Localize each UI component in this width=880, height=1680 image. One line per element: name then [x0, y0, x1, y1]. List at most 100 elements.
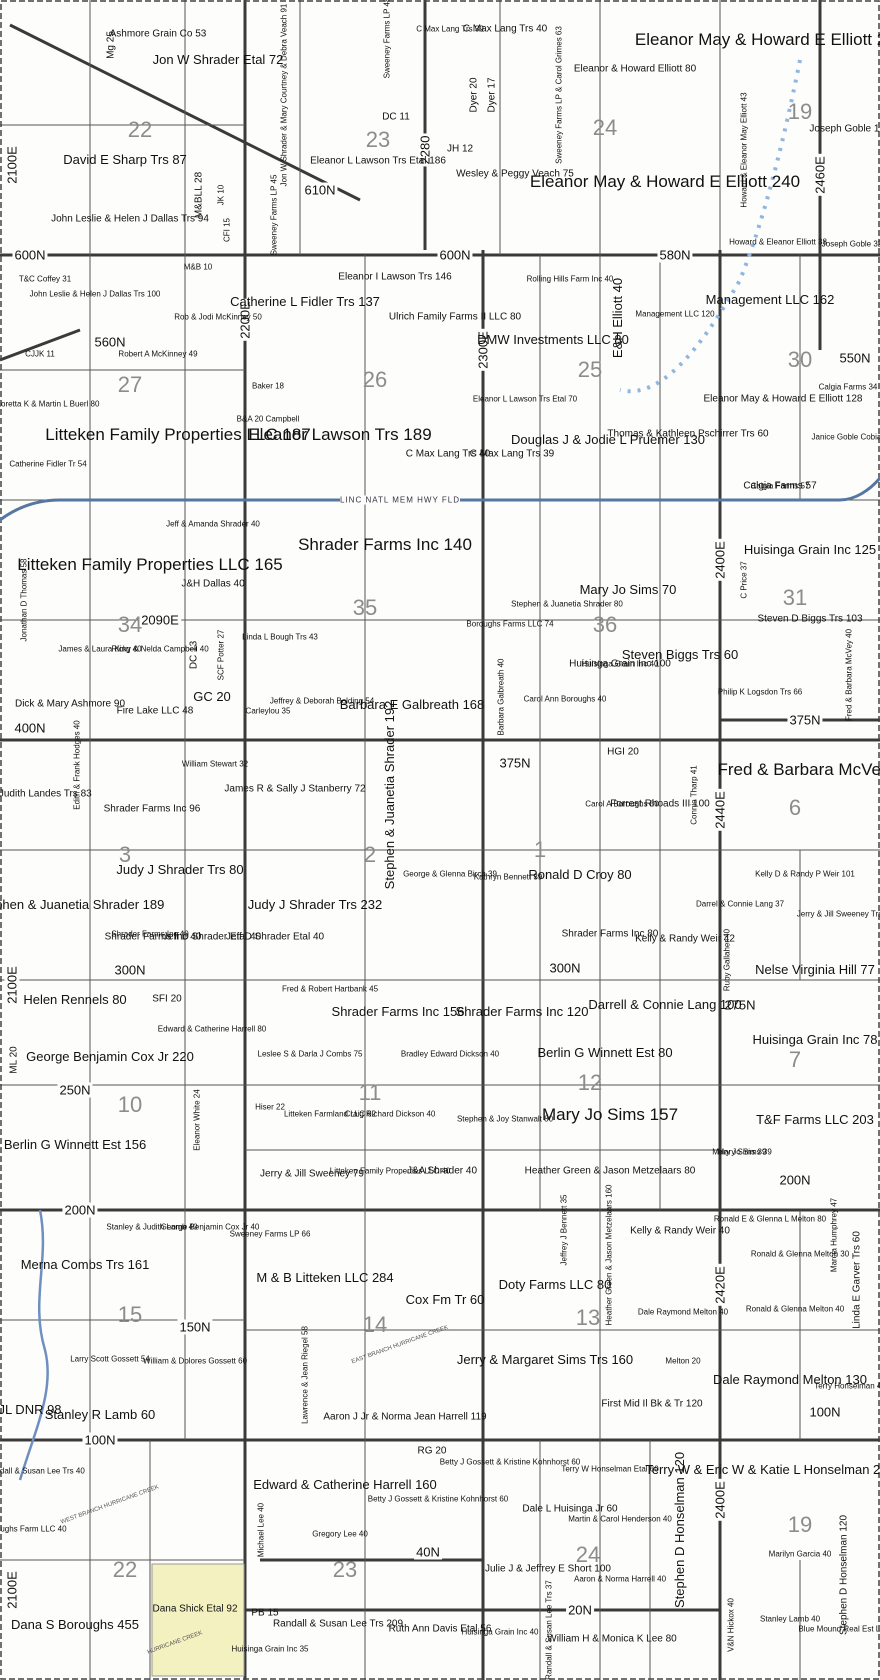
parcel-label: Shrader Farms Inc 96	[103, 803, 201, 815]
parcel-label: DMW Investments LLC 80	[477, 331, 629, 347]
section-number: 35	[352, 595, 378, 620]
parcel-label: Darrel & Connie Lang 37	[695, 899, 785, 909]
parcel-label: Robert A McKinney 49	[118, 349, 198, 359]
parcel-label: Stephen & Juanetia Shrader 192	[381, 700, 397, 890]
parcel-label: Gregory Lee 40	[312, 1529, 368, 1539]
parcel-label: Kelly & Randy Weir 42	[635, 933, 735, 945]
parcel-label: Calgia Farms 57	[743, 480, 817, 492]
parcel-label: Terry Honselman 40	[814, 1381, 880, 1391]
parcel-label: Hiser 22	[255, 1102, 285, 1112]
parcel-label: Marilyn Garcia 40	[768, 1549, 832, 1559]
parcel-label: Huisinga Grain Inc 35	[231, 1644, 309, 1654]
parcel-label: Mg 25	[105, 31, 117, 59]
section-number: 19	[787, 99, 813, 124]
parcel-label: Wesley & Peggy Veach 75	[456, 168, 574, 180]
parcel-label: J&H Dallas 40	[181, 578, 245, 590]
parcel-label: Stephen & Juanetia Shrader 189	[0, 896, 165, 912]
parcel-label: C Price 37	[739, 561, 749, 599]
parcel-label: C Max Lang Trs 40	[405, 448, 491, 460]
parcel-label: Darrell & Connie Lang 100	[588, 996, 742, 1012]
parcel-label: Stephen & Joy Stanwalt 80	[456, 1114, 554, 1124]
parcel-label: Jeff D Shrader Etal 40	[162, 931, 262, 943]
parcel-label: Carleylou 35	[245, 706, 291, 716]
parcel-label: Jonathan D Thomas 58	[19, 558, 29, 642]
parcel-label: Douglas J & Jodie L Pruemer 130	[511, 431, 705, 447]
parcel-label: B&A 20 Campbell	[236, 414, 300, 424]
parcel-label: Bert & Judith Landes Trs 83	[0, 788, 92, 800]
parcel-label: William Stewart 32	[181, 759, 249, 769]
parcel-label: M&B 10	[183, 262, 213, 272]
parcel-label: Shrader Farms Inc 80	[561, 928, 659, 940]
road-label: 40N	[414, 1544, 442, 1560]
section-number: 24	[592, 115, 618, 140]
parcel-label: Linda E Garver Trs 60	[851, 1231, 863, 1329]
parcel-label: Philip K Logsdon Trs 66	[717, 687, 803, 697]
section-number: 13	[575, 1305, 601, 1330]
road-label: 560N	[92, 334, 128, 350]
parcel-label: Betty J Gossett & Kristine Kohnhorst 60	[439, 1457, 581, 1467]
parcel-label: DC 13	[188, 640, 200, 670]
parcel-label: Aaron & Norma Harrell 40	[573, 1574, 667, 1584]
parcel-label: John Leslie & Helen J Dallas Trs 94	[51, 213, 209, 225]
parcel-label: Heather Green & Jason Metzelaars 160	[604, 1184, 614, 1326]
parcel-label: Mary Jo Sims 39	[712, 1147, 772, 1157]
parcel-label: C Max Lang Trs 39	[416, 24, 484, 34]
parcel-label: Ronald & Glenna Melton 40	[745, 1304, 845, 1314]
road-label: 20N	[566, 1602, 594, 1618]
parcel-label: Ronald D Croy 80	[528, 866, 632, 882]
section-number: 6	[788, 795, 802, 820]
parcel-label: Edith & Frank Hodges 40	[72, 720, 82, 810]
section-number: 3	[118, 842, 132, 867]
parcel-label: Sweeney Farms LP 66	[229, 1229, 311, 1239]
parcel-label: Betty J Gossett & Kristine Kohnhorst 60	[367, 1494, 509, 1504]
parcel-label: Stanley R Lamb 60	[44, 1406, 156, 1422]
parcel-label: M&BLL 28	[193, 171, 205, 219]
parcel-label: Steven Biggs Trs 60	[621, 646, 739, 662]
section-number: 22	[127, 117, 153, 142]
parcel-label: C Max Lang Trs 39	[469, 448, 555, 460]
parcel-label: Michael Lee 40	[256, 1502, 266, 1558]
parcel-label: Mary Jo Sims 157	[541, 1104, 679, 1124]
parcel-label: Ruby Gallaher 40	[722, 928, 732, 992]
parcel-label: Carol Ann Boroughs 40	[523, 694, 607, 704]
road-label: 375N	[787, 712, 823, 728]
parcel-label: Julie J & Jeffrey E Short 100	[485, 1563, 611, 1575]
road-label: 275N	[722, 997, 758, 1013]
parcel-label: Jeffrey J Bennett 35	[559, 1194, 569, 1266]
parcel-label: Eleanor I Lawson Trs 146	[338, 271, 452, 283]
parcel-label: T&F Farms LLC 203	[756, 1111, 874, 1127]
parcel-label: Loretta K & Martin L Buerl 80	[0, 399, 100, 409]
parcel-label: George & Glenna Birch 39	[403, 869, 497, 879]
parcel-label: Edward & Catherine Harrell 160	[253, 1476, 437, 1492]
road-label: 200N	[777, 1172, 813, 1188]
parcel-label: Howard & Eleanor May Elliott 43	[739, 92, 749, 208]
parcel-label: John Leslie & Helen J Dallas Trs 100	[29, 289, 161, 299]
parcel-label: Rolling Hills Farm Inc 40	[526, 274, 614, 284]
parcel-label: Jeff & Amanda Shrader 40	[166, 519, 260, 529]
section-number: 15	[117, 1302, 143, 1327]
section-number: 36	[592, 612, 618, 637]
parcel-label: Blue Mound Real Est LLC 38	[798, 1624, 880, 1634]
parcel-label: Dale L Huisinga Jr 60	[522, 1503, 618, 1515]
section-number: 26	[362, 367, 388, 392]
parcel-label: Shrader Farms Inc 40	[104, 931, 202, 943]
parcel-label: Connie Tharp 41	[689, 765, 699, 825]
parcel-label: V&N Hickox 40	[726, 1598, 736, 1652]
parcel-label: HGI 20	[607, 746, 639, 758]
parcel-label: Janice Goble Cobia 55	[811, 432, 880, 442]
section-number: 7	[788, 1047, 802, 1072]
road-label: 580N	[657, 247, 693, 263]
parcel-label: Dick & Mary Ashmore 90	[14, 698, 126, 710]
road-label: 2100E	[4, 964, 20, 1006]
road-label: 2090E	[139, 612, 181, 628]
parcel-label: Nelse Virginia Hill 77	[755, 961, 875, 977]
parcel-label: Jerry & Jill Sweeney 79	[260, 1168, 364, 1180]
parcel-label: Eleanor Lawson Trs 189	[248, 424, 432, 444]
parcel-label: CFI 15	[222, 217, 232, 243]
section-number: 1	[533, 837, 547, 862]
parcel-label: Terry W & Eric W & Katie L Honselman 209	[645, 1461, 880, 1477]
parcel-label: J&A Shrader 40	[406, 1165, 478, 1177]
parcel-label: Stephen D Honselman 120	[838, 1514, 850, 1636]
section-number: 34	[117, 612, 143, 637]
section-number: 11	[358, 1080, 382, 1105]
